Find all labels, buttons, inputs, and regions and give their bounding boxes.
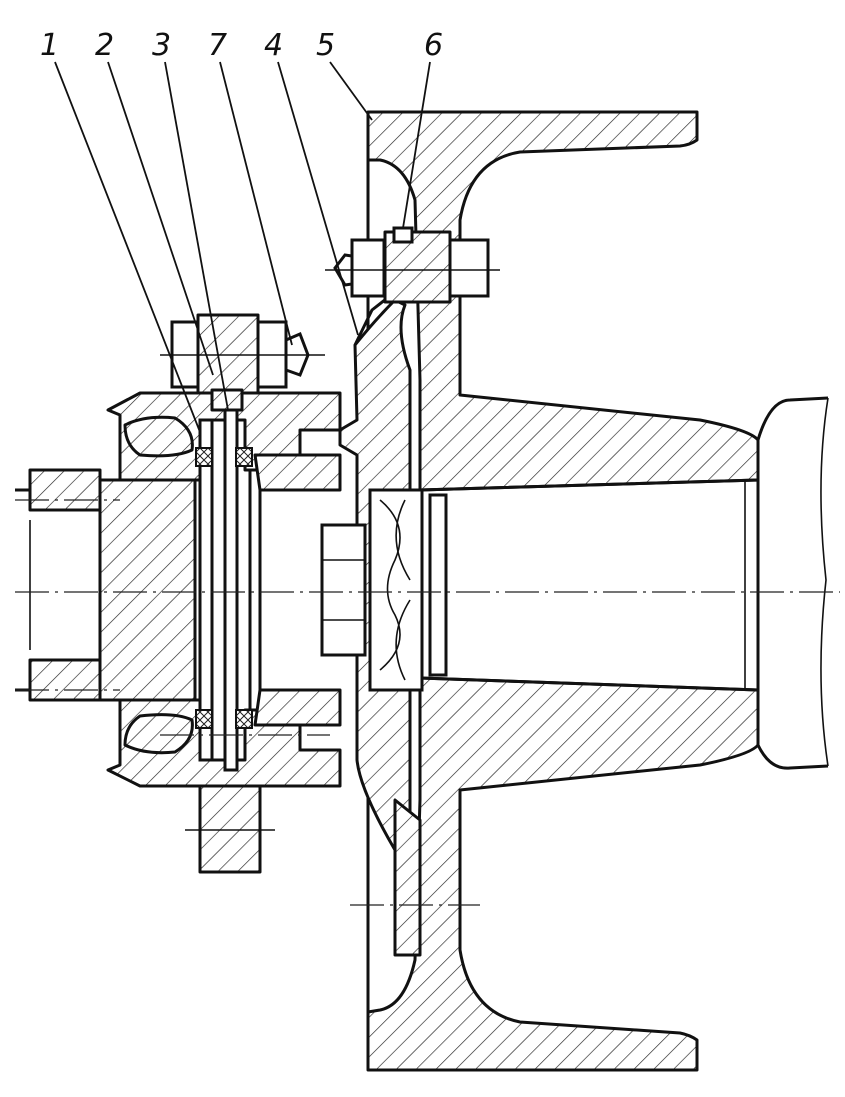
plate-bolt	[325, 226, 500, 304]
callout-7: 7	[208, 28, 227, 63]
hub-rollers	[368, 488, 448, 692]
callout-4: 4	[264, 28, 283, 63]
callout-5: 5	[316, 28, 335, 63]
callout-2: 2	[95, 28, 114, 63]
coupling-housing	[98, 391, 342, 788]
center-lines	[15, 499, 840, 906]
lower-bolt	[185, 784, 275, 874]
shaft-nut	[320, 523, 367, 657]
shaft-end-right	[756, 396, 829, 770]
leader-lines	[54, 61, 431, 433]
callout-3: 3	[152, 28, 171, 63]
callout-1: 1	[40, 28, 59, 63]
input-shaft-left	[15, 468, 102, 702]
callout-6: 6	[424, 28, 443, 63]
callouts: 1 2 3 7 4 5 6	[40, 28, 443, 63]
pulley-lower-rim	[366, 676, 760, 1072]
